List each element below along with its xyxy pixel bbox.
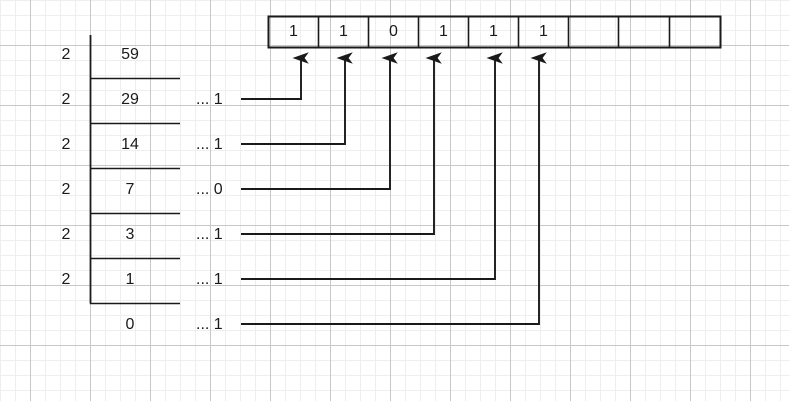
connector-row1-to-cell1	[241, 52, 309, 100]
bit-array-box	[267, 15, 722, 49]
bit-cell-4[interactable]: 1	[489, 23, 498, 40]
dividend-row-5: 1	[125, 271, 135, 288]
remainder-row-6: ... 1	[196, 316, 223, 333]
dividend-row-6: 0	[125, 316, 135, 333]
dividend-row-3: 7	[125, 181, 135, 198]
divisor-row-4: 2	[61, 226, 71, 243]
bit-cell-7[interactable]	[618, 17, 670, 47]
bit-cell-0[interactable]: 1	[289, 23, 298, 40]
divisor-row-0: 2	[61, 46, 71, 63]
divisor-row-1: 2	[61, 91, 71, 108]
divisor-row-2: 2	[61, 136, 71, 153]
dividend-row-0: 59	[121, 46, 139, 63]
bit-cell-2[interactable]: 0	[389, 23, 398, 40]
bit-cell-8[interactable]	[669, 17, 721, 47]
bit-cell-1[interactable]: 1	[339, 23, 348, 40]
divisor-row-5: 2	[61, 271, 71, 288]
remainder-row-1: ... 1	[196, 91, 223, 108]
dividend-row-2: 14	[121, 136, 139, 153]
connector-row6-to-cell6	[241, 52, 547, 325]
connector-row5-to-cell5	[241, 52, 503, 280]
connector-row3-to-cell3	[241, 52, 398, 190]
remainder-row-4: ... 1	[196, 226, 223, 243]
dividend-row-4: 3	[125, 226, 135, 243]
remainder-row-5: ... 1	[196, 271, 223, 288]
bit-cell-5[interactable]: 1	[539, 23, 548, 40]
connector-row4-to-cell4	[241, 52, 442, 235]
divisor-row-3: 2	[61, 181, 71, 198]
bit-cell-6[interactable]	[568, 17, 619, 47]
remainder-row-3: ... 0	[196, 181, 223, 198]
remainder-row-2: ... 1	[196, 136, 223, 153]
connector-row2-to-cell2	[241, 52, 353, 145]
dividend-row-1: 29	[121, 91, 139, 108]
bit-cell-3[interactable]: 1	[439, 23, 448, 40]
